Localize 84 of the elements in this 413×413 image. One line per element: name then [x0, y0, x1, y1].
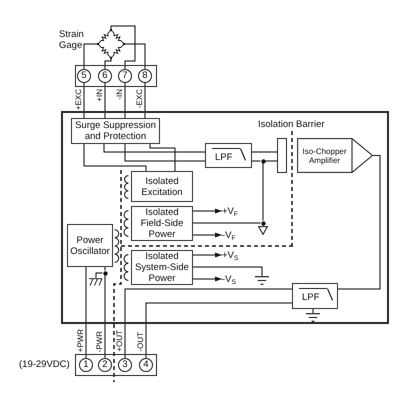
- module-enclosure: [61, 111, 389, 324]
- coupler-bar: [277, 138, 287, 173]
- wire: [104, 58, 112, 70]
- function-label: Surge Suppression and Protection: [74, 120, 157, 142]
- wire: [104, 275, 106, 358]
- wire: [312, 308, 314, 314]
- terminal-circle: [98, 358, 112, 372]
- signal-arrow: [192, 276, 222, 282]
- terminal-circle: [118, 68, 132, 83]
- function-label: Isolated System-Side Power: [134, 251, 190, 284]
- terminal-circle: [78, 358, 93, 372]
- amplifier-label: Iso-Chopper Amplifier: [301, 146, 348, 164]
- junction-dot: [260, 220, 266, 226]
- terminal-block: [75, 354, 157, 376]
- wire: [124, 44, 146, 70]
- supply-voltage-label: (19-29VDC): [19, 359, 70, 370]
- filter-label: LPF: [212, 148, 240, 163]
- terminal-number: 8: [142, 70, 148, 81]
- wire: [104, 82, 106, 118]
- terminal-number: 6: [102, 70, 108, 81]
- wire: [124, 144, 206, 162]
- terminal-label: -OUT: [136, 332, 144, 352]
- ground-symbol: [255, 276, 269, 285]
- filter-box: [205, 143, 252, 168]
- wire: [338, 155, 380, 290]
- function-label: Power Oscillator: [69, 234, 111, 256]
- voltage-label: +V$_{S}$: [222, 249, 238, 262]
- terminal-circle: [98, 68, 112, 83]
- chassis-ground-symbol: [89, 278, 102, 286]
- wire: [124, 288, 292, 358]
- wire: [146, 302, 292, 358]
- wire: [104, 144, 206, 152]
- wire: [84, 144, 146, 172]
- wire: [192, 222, 261, 224]
- signal-arrow: [192, 232, 222, 238]
- junction-dot: [260, 158, 266, 164]
- signal-arrow: [192, 252, 222, 258]
- barrier-label: Isolation Barrier: [258, 119, 325, 130]
- wire: [252, 160, 261, 162]
- signal-arrow: [192, 208, 222, 214]
- terminal-number: 1: [83, 360, 89, 370]
- terminal-circle: [118, 358, 132, 372]
- function-box: [131, 206, 193, 241]
- terminal-label: +IN: [96, 89, 104, 102]
- ground-symbol: [306, 313, 320, 322]
- wire: [84, 44, 98, 70]
- terminal-circle: [138, 358, 153, 372]
- terminal-number: 5: [81, 70, 87, 81]
- terminal-number: 2: [102, 360, 108, 370]
- wire: [192, 266, 262, 276]
- voltage-label: -V$_{S}$: [222, 273, 236, 286]
- terminal-block: [75, 65, 157, 87]
- wire: [96, 272, 103, 278]
- terminal-number: 7: [122, 70, 128, 81]
- wire: [104, 266, 106, 271]
- terminal-circle: [138, 68, 152, 83]
- filter-label: LPF: [299, 288, 328, 303]
- wire: [124, 82, 126, 118]
- terminal-label: +PWR: [76, 328, 84, 352]
- wire: [150, 144, 176, 172]
- terminal-label: -EXC: [136, 89, 144, 108]
- function-label: Isolated Excitation: [140, 176, 184, 198]
- wire: [110, 26, 136, 70]
- terminal-number: 4: [143, 360, 149, 370]
- ground-symbol: [258, 226, 268, 235]
- terminal-label: -IN: [116, 89, 124, 100]
- component-label: Strain Gage: [59, 29, 85, 51]
- function-box: [67, 224, 113, 267]
- amplifier-block: [297, 138, 373, 173]
- voltage-label: -V$_{F}$: [222, 229, 236, 242]
- filter-box: [292, 283, 338, 309]
- function-box: [131, 171, 193, 202]
- terminal-circle: [76, 68, 91, 83]
- junction-dot: [102, 270, 108, 276]
- terminal-number: 3: [122, 360, 128, 370]
- wire: [144, 82, 146, 118]
- voltage-label: +V$_{F}$: [222, 205, 238, 218]
- terminal-label: +EXC: [74, 89, 82, 110]
- function-label: Isolated Field-Side Power: [140, 207, 184, 240]
- wire: [265, 160, 278, 162]
- terminal-label: +OUT: [116, 330, 124, 352]
- terminal-label: -PWR: [96, 330, 104, 352]
- wire: [262, 163, 264, 221]
- strain-gage-bridge: [98, 30, 124, 58]
